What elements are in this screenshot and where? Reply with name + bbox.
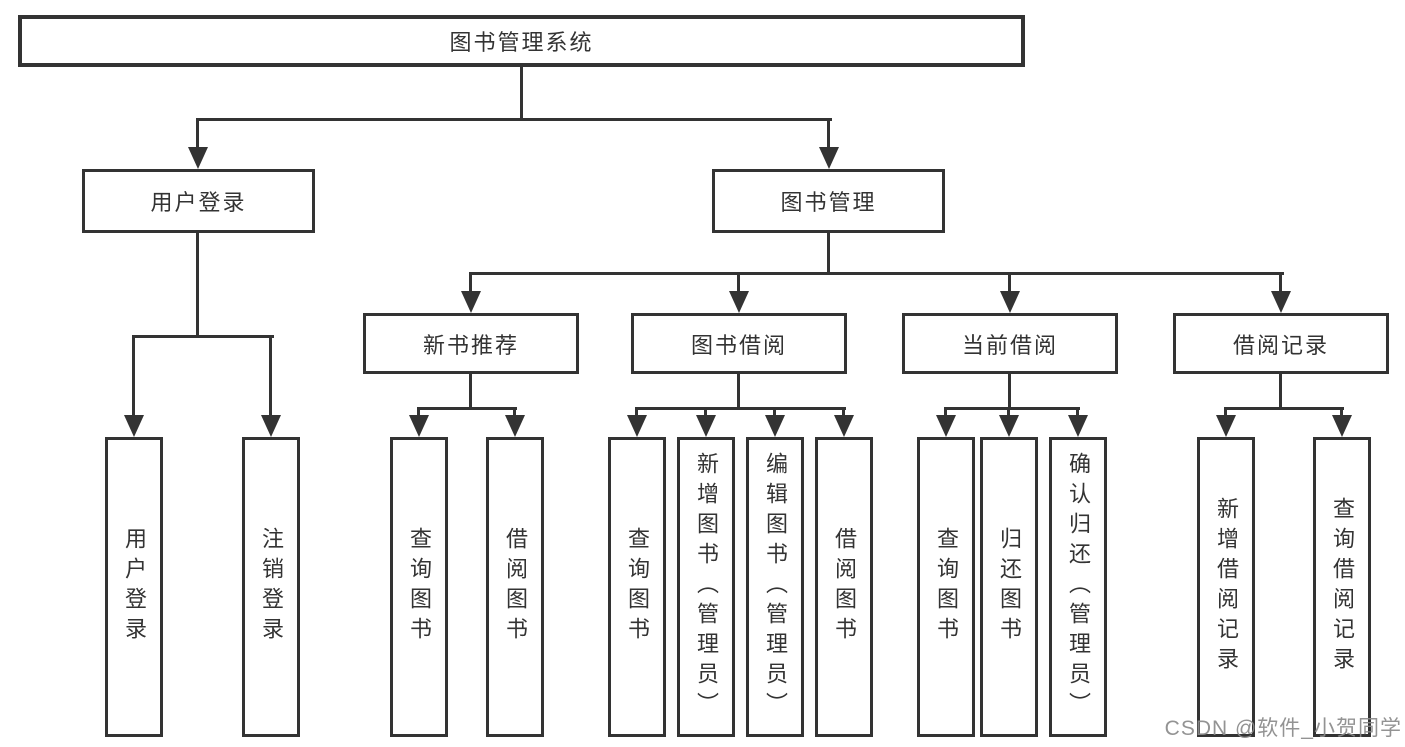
node-label: 借阅图书	[503, 527, 528, 647]
arrow-down-icon	[1068, 415, 1088, 437]
node-leaf-add-borrow-record: 新增借阅记录	[1197, 437, 1255, 737]
node-label: 确认归还（管理员）	[1066, 452, 1091, 722]
arrow-down-icon	[936, 415, 956, 437]
node-leaf-borrow-books-recommend: 借阅图书	[486, 437, 544, 737]
node-label: 当前借阅	[961, 332, 1058, 358]
node-library-management-system: 图书管理系统	[18, 15, 1025, 67]
connector-vline	[737, 374, 740, 407]
node-label: 图书管理	[780, 190, 877, 215]
node-label: 新增借阅记录	[1214, 497, 1239, 677]
connector-vline	[1279, 374, 1282, 407]
connector-hline	[635, 407, 846, 410]
node-leaf-query-borrow-record: 查询借阅记录	[1313, 437, 1371, 737]
node-leaf-query-books-borrowing: 查询图书	[608, 437, 666, 737]
connector-vline	[520, 67, 523, 118]
node-label: 借阅图书	[832, 527, 857, 647]
arrow-tail	[827, 118, 830, 150]
arrow-down-icon	[124, 415, 144, 437]
arrow-tail	[1224, 407, 1227, 417]
arrow-tail	[704, 407, 707, 417]
node-label: 用户登录	[122, 527, 147, 647]
node-user-login: 用户登录	[82, 169, 315, 233]
arrow-down-icon	[1216, 415, 1236, 437]
connector-hline	[944, 407, 1080, 410]
node-leaf-query-books-current: 查询图书	[917, 437, 975, 737]
connector-hline	[417, 407, 517, 410]
arrow-tail	[513, 407, 516, 417]
node-label: 新书推荐	[422, 332, 519, 358]
node-label: 图书管理系统	[449, 30, 594, 55]
node-label: 图书借阅	[690, 332, 787, 358]
node-label: 归还图书	[997, 527, 1022, 647]
arrow-tail	[737, 272, 740, 293]
arrow-tail	[132, 335, 135, 417]
node-leaf-borrow-books-borrowing: 借阅图书	[815, 437, 873, 737]
arrow-down-icon	[999, 415, 1019, 437]
arrow-tail	[269, 335, 272, 417]
connector-vline	[196, 233, 199, 335]
node-label: 查询图书	[625, 527, 650, 647]
arrow-tail	[1279, 272, 1282, 293]
node-borrowing-records: 借阅记录	[1173, 313, 1389, 374]
connector-hline	[196, 118, 832, 121]
arrow-down-icon	[765, 415, 785, 437]
connector-vline	[469, 374, 472, 407]
arrow-tail	[773, 407, 776, 417]
arrow-tail	[196, 118, 199, 150]
arrow-tail	[635, 407, 638, 417]
node-label: 查询图书	[407, 527, 432, 647]
connector-vline	[827, 233, 830, 272]
arrow-down-icon	[461, 291, 481, 313]
arrow-down-icon	[819, 147, 839, 169]
node-label: 新增图书（管理员）	[694, 452, 719, 722]
node-label: 编辑图书（管理员）	[763, 452, 788, 722]
arrow-tail	[1340, 407, 1343, 417]
arrow-down-icon	[834, 415, 854, 437]
arrow-down-icon	[729, 291, 749, 313]
node-leaf-return-book: 归还图书	[980, 437, 1038, 737]
node-leaf-query-books-recommend: 查询图书	[390, 437, 448, 737]
node-current-borrowing: 当前借阅	[902, 313, 1118, 374]
node-label: 查询借阅记录	[1330, 497, 1355, 677]
connector-hline	[1224, 407, 1344, 410]
connector-hline	[469, 272, 1284, 275]
node-label: 查询图书	[934, 527, 959, 647]
arrow-tail	[842, 407, 845, 417]
node-leaf-user-login: 用户登录	[105, 437, 163, 737]
arrow-tail	[1008, 272, 1011, 293]
arrow-down-icon	[1271, 291, 1291, 313]
arrow-down-icon	[1000, 291, 1020, 313]
arrow-down-icon	[696, 415, 716, 437]
node-leaf-logout-login: 注销登录	[242, 437, 300, 737]
node-label: 注销登录	[259, 527, 284, 647]
arrow-tail	[469, 272, 472, 293]
arrow-down-icon	[627, 415, 647, 437]
arrow-down-icon	[188, 147, 208, 169]
arrow-down-icon	[261, 415, 281, 437]
node-label: 用户登录	[150, 190, 247, 215]
arrow-down-icon	[505, 415, 525, 437]
node-leaf-add-book-admin: 新增图书（管理员）	[677, 437, 735, 737]
node-label: 借阅记录	[1232, 332, 1329, 358]
node-leaf-confirm-return-admin: 确认归还（管理员）	[1049, 437, 1107, 737]
node-book-borrowing: 图书借阅	[631, 313, 847, 374]
arrow-down-icon	[1332, 415, 1352, 437]
arrow-tail	[417, 407, 420, 417]
arrow-down-icon	[409, 415, 429, 437]
node-new-book-recommend: 新书推荐	[363, 313, 579, 374]
watermark-text: CSDN @软件_小贺同学	[1164, 717, 1402, 740]
arrow-tail	[944, 407, 947, 417]
connector-hline	[132, 335, 274, 338]
node-leaf-edit-book-admin: 编辑图书（管理员）	[746, 437, 804, 737]
node-book-management: 图书管理	[712, 169, 945, 233]
arrow-tail	[1007, 407, 1010, 417]
arrow-tail	[1076, 407, 1079, 417]
connector-vline	[1008, 374, 1011, 407]
